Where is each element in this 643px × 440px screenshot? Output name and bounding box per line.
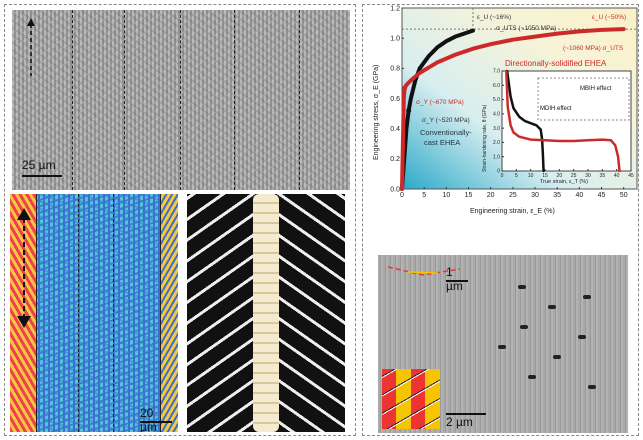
inset-x-tick-label: 0: [501, 173, 504, 179]
inset-zoom-box: [537, 77, 630, 121]
mbih-label: MBIH effect: [580, 86, 612, 92]
inset-x-tick-label: 25: [571, 173, 577, 179]
mdih-label: MDIH effect: [540, 106, 572, 112]
ys-ds-label: σ_Y (~670 MPa): [416, 99, 464, 106]
inset-x-tick-label: 20: [557, 173, 563, 179]
scale-label: 20 µm: [140, 406, 157, 432]
inset-y-tick-label: 6.0: [493, 83, 500, 89]
y-tick-label: 0.2: [390, 156, 400, 163]
x-tick-label: 0: [400, 192, 404, 199]
y-tick-label: 0.8: [390, 66, 400, 73]
inset-x-tick-label: 40: [614, 173, 620, 179]
uts-ds-label: (~1060 MPa) σ_UTS: [563, 45, 624, 52]
eu-cc-label: ε_U (~16%): [477, 14, 511, 21]
scale-bar-1um: 1 µm: [446, 265, 468, 293]
y-tick-label: 1.2: [390, 5, 400, 12]
y-axis-label: Engineering stress, σ_E (GPa): [373, 65, 380, 160]
double-arrow-icon: [17, 208, 31, 328]
scale-label: 25 µm: [22, 158, 56, 172]
cc-label-2: cast EHEA: [424, 138, 460, 147]
series-line: [400, 27, 626, 191]
x-tick-label: 10: [442, 192, 450, 199]
x-tick-label: 30: [531, 192, 539, 199]
inset-x-axis-label: True strain, ε_T (%): [540, 179, 588, 185]
inset-y-tick-label: 0: [497, 169, 500, 175]
scale-bar-ebsd: 20 µm: [140, 406, 172, 432]
scale-label: 1 µm: [446, 265, 463, 293]
inset-x-tick-label: 35: [600, 173, 606, 179]
x-tick-label: 40: [575, 192, 583, 199]
inset-y-tick-label: 4.0: [493, 112, 500, 118]
inset-y-tick-label: 7.0: [493, 69, 500, 75]
x-tick-label: 5: [422, 192, 426, 199]
y-tick-label: 0.6: [390, 96, 400, 103]
inset-x-tick-label: 45: [628, 173, 634, 179]
inset-y-tick-label: 2.0: [493, 140, 500, 146]
sem-deformed-surface-image: 1 µm 2 µm: [378, 255, 628, 433]
inset-y-tick-label: 1.0: [493, 154, 500, 160]
inset-y-tick-label: 5.0: [493, 97, 500, 103]
uts-cc-label: σ_UTS (~1050 MPa): [496, 25, 556, 32]
growth-direction-arrow-icon: [27, 18, 35, 76]
sem-lamellar-microstructure-image: 25 µm: [12, 10, 350, 190]
left-figure-panel: [4, 4, 356, 436]
inset-series-line: [505, 69, 545, 173]
ebsd-phase-map-image: 20 µm: [10, 194, 178, 432]
orientation-dashed-line-icon: [388, 266, 461, 276]
ys-cc-label: σ_Y (~520 MPa): [422, 117, 470, 124]
inset-series-line: [505, 69, 621, 173]
scale-label: 2 µm: [446, 415, 473, 429]
x-tick-label: 50: [620, 192, 628, 199]
x-tick-label: 35: [553, 192, 561, 199]
scale-bar-top-left: 25 µm: [22, 158, 62, 177]
y-tick-label: 0.4: [390, 126, 400, 133]
right-figure-panel: [362, 4, 639, 436]
y-tick-label: 1.0: [390, 36, 400, 43]
inset-y-tick-label: 3.0: [493, 126, 500, 132]
inset-x-tick-label: 15: [542, 173, 548, 179]
eu-ds-label: ε_U (~50%): [592, 14, 626, 21]
scale-bar-2um: 2 µm: [446, 413, 486, 429]
herringbone-schematic-inset: [382, 369, 440, 429]
x-axis-label: Engineering strain, ε_E (%): [470, 208, 555, 215]
inset-x-tick-label: 30: [585, 173, 591, 179]
fish-skeleton-photo: [187, 194, 345, 432]
cc-label-1: Conventionally-: [420, 128, 472, 137]
x-tick-label: 25: [509, 192, 517, 199]
x-tick-label: 15: [465, 192, 473, 199]
inset-x-tick-label: 10: [528, 173, 534, 179]
ds-label: Directionally-solidified EHEA: [505, 59, 607, 68]
series-line: [400, 28, 475, 191]
x-tick-label: 20: [487, 192, 495, 199]
inset-y-axis-label: Strain-hardening rate, θ (GPa): [482, 104, 488, 172]
y-tick-label: 0.0: [390, 186, 400, 193]
inset-x-tick-label: 5: [515, 173, 518, 179]
x-tick-label: 45: [598, 192, 606, 199]
